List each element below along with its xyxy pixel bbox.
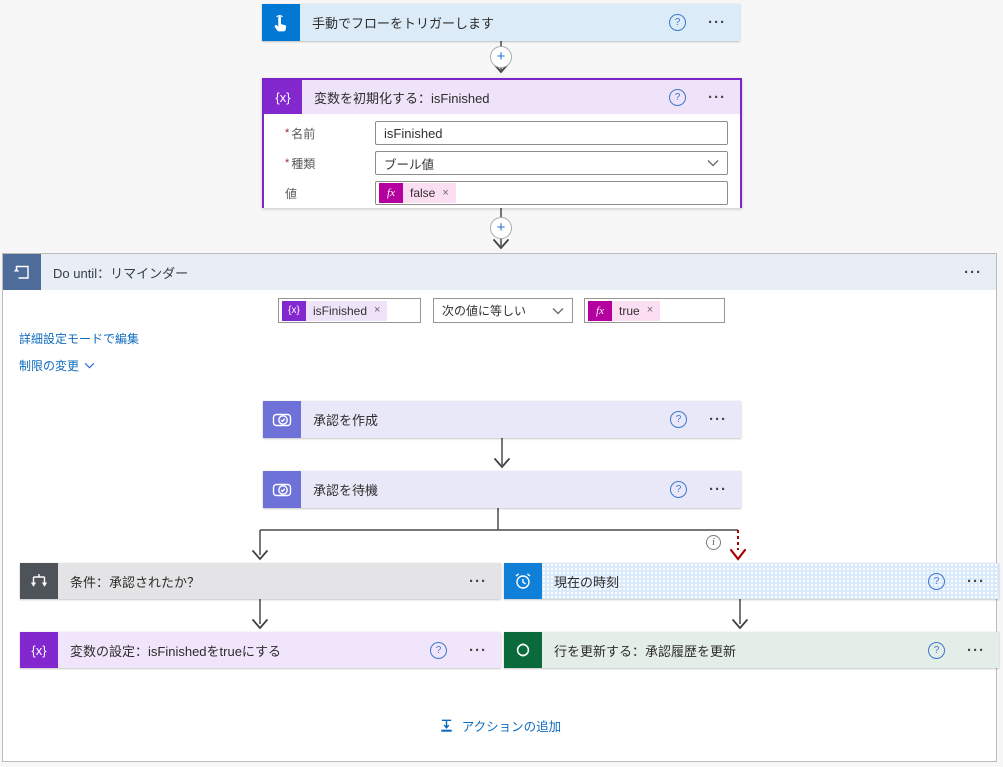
ellipsis-menu-icon[interactable]: ··· <box>709 411 727 428</box>
dataverse-icon <box>504 632 542 668</box>
ellipsis-menu-icon[interactable]: ··· <box>708 88 726 106</box>
action-card-update-row[interactable]: 行を更新する：承認履歴を更新 ? ··· <box>504 632 999 668</box>
action-title: 行を更新する：承認履歴を更新 <box>554 643 737 659</box>
run-after-info-icon[interactable]: i <box>706 535 721 550</box>
help-icon[interactable]: ? <box>669 14 686 31</box>
add-action-button[interactable]: アクションの追加 <box>3 716 996 735</box>
variable-name-input-wrap <box>375 121 728 145</box>
ellipsis-menu-icon[interactable]: ··· <box>964 263 982 281</box>
branch-connector-lines <box>252 438 748 630</box>
fx-expression-icon: fx <box>588 300 612 321</box>
fx-expression-icon: fx <box>379 183 403 203</box>
remove-token-icon[interactable]: × <box>374 304 381 316</box>
type-field-label: * 種類 <box>285 156 316 171</box>
help-icon[interactable]: ? <box>670 481 687 498</box>
variables-icon: {x} <box>20 632 58 668</box>
ellipsis-menu-icon[interactable]: ··· <box>469 641 487 659</box>
expression-token-chip[interactable]: fx true × <box>588 300 661 321</box>
action-card-condition[interactable]: 条件：承認されたか？ ··· <box>20 563 501 599</box>
manual-trigger-hand-icon <box>262 4 300 41</box>
action-title: 承認を作成 <box>313 413 379 428</box>
action-card-set-variable[interactable]: {x} 変数の設定：isFinishedをtrueにする ? ··· <box>20 632 501 668</box>
insert-step-button[interactable]: + <box>490 46 512 68</box>
chevron-down-icon <box>84 362 95 369</box>
trigger-title: 手動でフローをトリガーします <box>312 16 495 31</box>
action-card-current-time[interactable]: 現在の時刻 ? ··· <box>504 563 999 599</box>
loop-operator-dropdown[interactable]: 次の値に等しい <box>433 298 573 323</box>
initialize-variable-title: 変数を初期化する：isFinished <box>314 90 490 106</box>
condition-branch-icon <box>20 563 58 599</box>
do-until-loop-icon <box>3 254 41 290</box>
action-title: 条件：承認されたか？ <box>70 574 201 590</box>
help-icon[interactable]: ? <box>430 641 447 659</box>
insert-step-button[interactable]: + <box>490 217 512 239</box>
loop-right-operand-box[interactable]: fx true × <box>584 298 725 323</box>
chevron-down-icon <box>552 307 564 314</box>
remove-token-icon[interactable]: × <box>442 186 449 199</box>
chip-text: false <box>410 186 436 200</box>
ellipsis-menu-icon[interactable]: ··· <box>967 572 985 590</box>
chip-text: true <box>619 303 640 318</box>
name-field-label: * 名前 <box>285 126 316 141</box>
help-icon[interactable]: ? <box>928 641 945 659</box>
action-title: 変数の設定：isFinishedをtrueにする <box>70 643 282 659</box>
edit-advanced-mode-link[interactable]: 詳細設定モードで編集 <box>19 332 140 346</box>
required-asterisk: * <box>285 127 290 139</box>
loop-left-operand-box[interactable]: {x} isFinished × <box>278 298 421 323</box>
required-asterisk: * <box>285 157 290 169</box>
add-action-icon <box>441 719 452 732</box>
variable-type-value: ブール値 <box>384 157 435 172</box>
do-until-header[interactable]: Do until：リマインダー ··· <box>3 254 996 290</box>
add-action-label: アクションの追加 <box>461 720 562 734</box>
chevron-down-icon <box>707 160 719 167</box>
do-until-title: Do until：リマインダー <box>53 265 189 281</box>
clock-icon <box>504 563 542 599</box>
approvals-icon <box>263 401 301 438</box>
action-card-create-approval[interactable]: 承認を作成 ? ··· <box>263 401 741 438</box>
variable-name-input[interactable] <box>376 122 727 144</box>
ellipsis-menu-icon[interactable]: ··· <box>469 572 487 590</box>
variable-value-input[interactable]: fx false × <box>375 181 728 205</box>
do-until-container: Do until：リマインダー ··· {x} isFinished × 次の値… <box>2 253 999 762</box>
variable-token-chip[interactable]: {x} isFinished × <box>282 300 388 321</box>
approvals-icon <box>263 471 301 508</box>
action-title: 現在の時刻 <box>554 574 620 590</box>
ellipsis-menu-icon[interactable]: ··· <box>709 481 727 498</box>
variables-icon: {x} <box>282 300 306 321</box>
ellipsis-menu-icon[interactable]: ··· <box>708 14 726 31</box>
action-card-wait-approval[interactable]: 承認を待機 ? ··· <box>263 471 741 508</box>
help-icon[interactable]: ? <box>670 411 687 428</box>
initialize-variable-card[interactable]: {x} 変数を初期化する：isFinished ? ··· * 名前 * 種類 … <box>262 78 742 208</box>
trigger-card-manual[interactable]: 手動でフローをトリガーします ? ··· <box>262 4 740 41</box>
remove-token-icon[interactable]: × <box>646 304 654 316</box>
change-limits-link[interactable]: 制限の変更 <box>19 357 95 374</box>
operator-value: 次の値に等しい <box>442 304 527 318</box>
help-icon[interactable]: ? <box>928 572 945 590</box>
action-title: 承認を待機 <box>313 483 379 498</box>
chip-text: isFinished <box>313 303 368 318</box>
variables-icon: {x} <box>264 80 302 114</box>
variable-type-dropdown[interactable]: ブール値 <box>375 151 728 175</box>
value-field-label: 値 <box>285 186 298 201</box>
help-icon[interactable]: ? <box>669 88 686 106</box>
expression-token-chip[interactable]: fx false × <box>379 183 456 203</box>
ellipsis-menu-icon[interactable]: ··· <box>967 641 985 659</box>
